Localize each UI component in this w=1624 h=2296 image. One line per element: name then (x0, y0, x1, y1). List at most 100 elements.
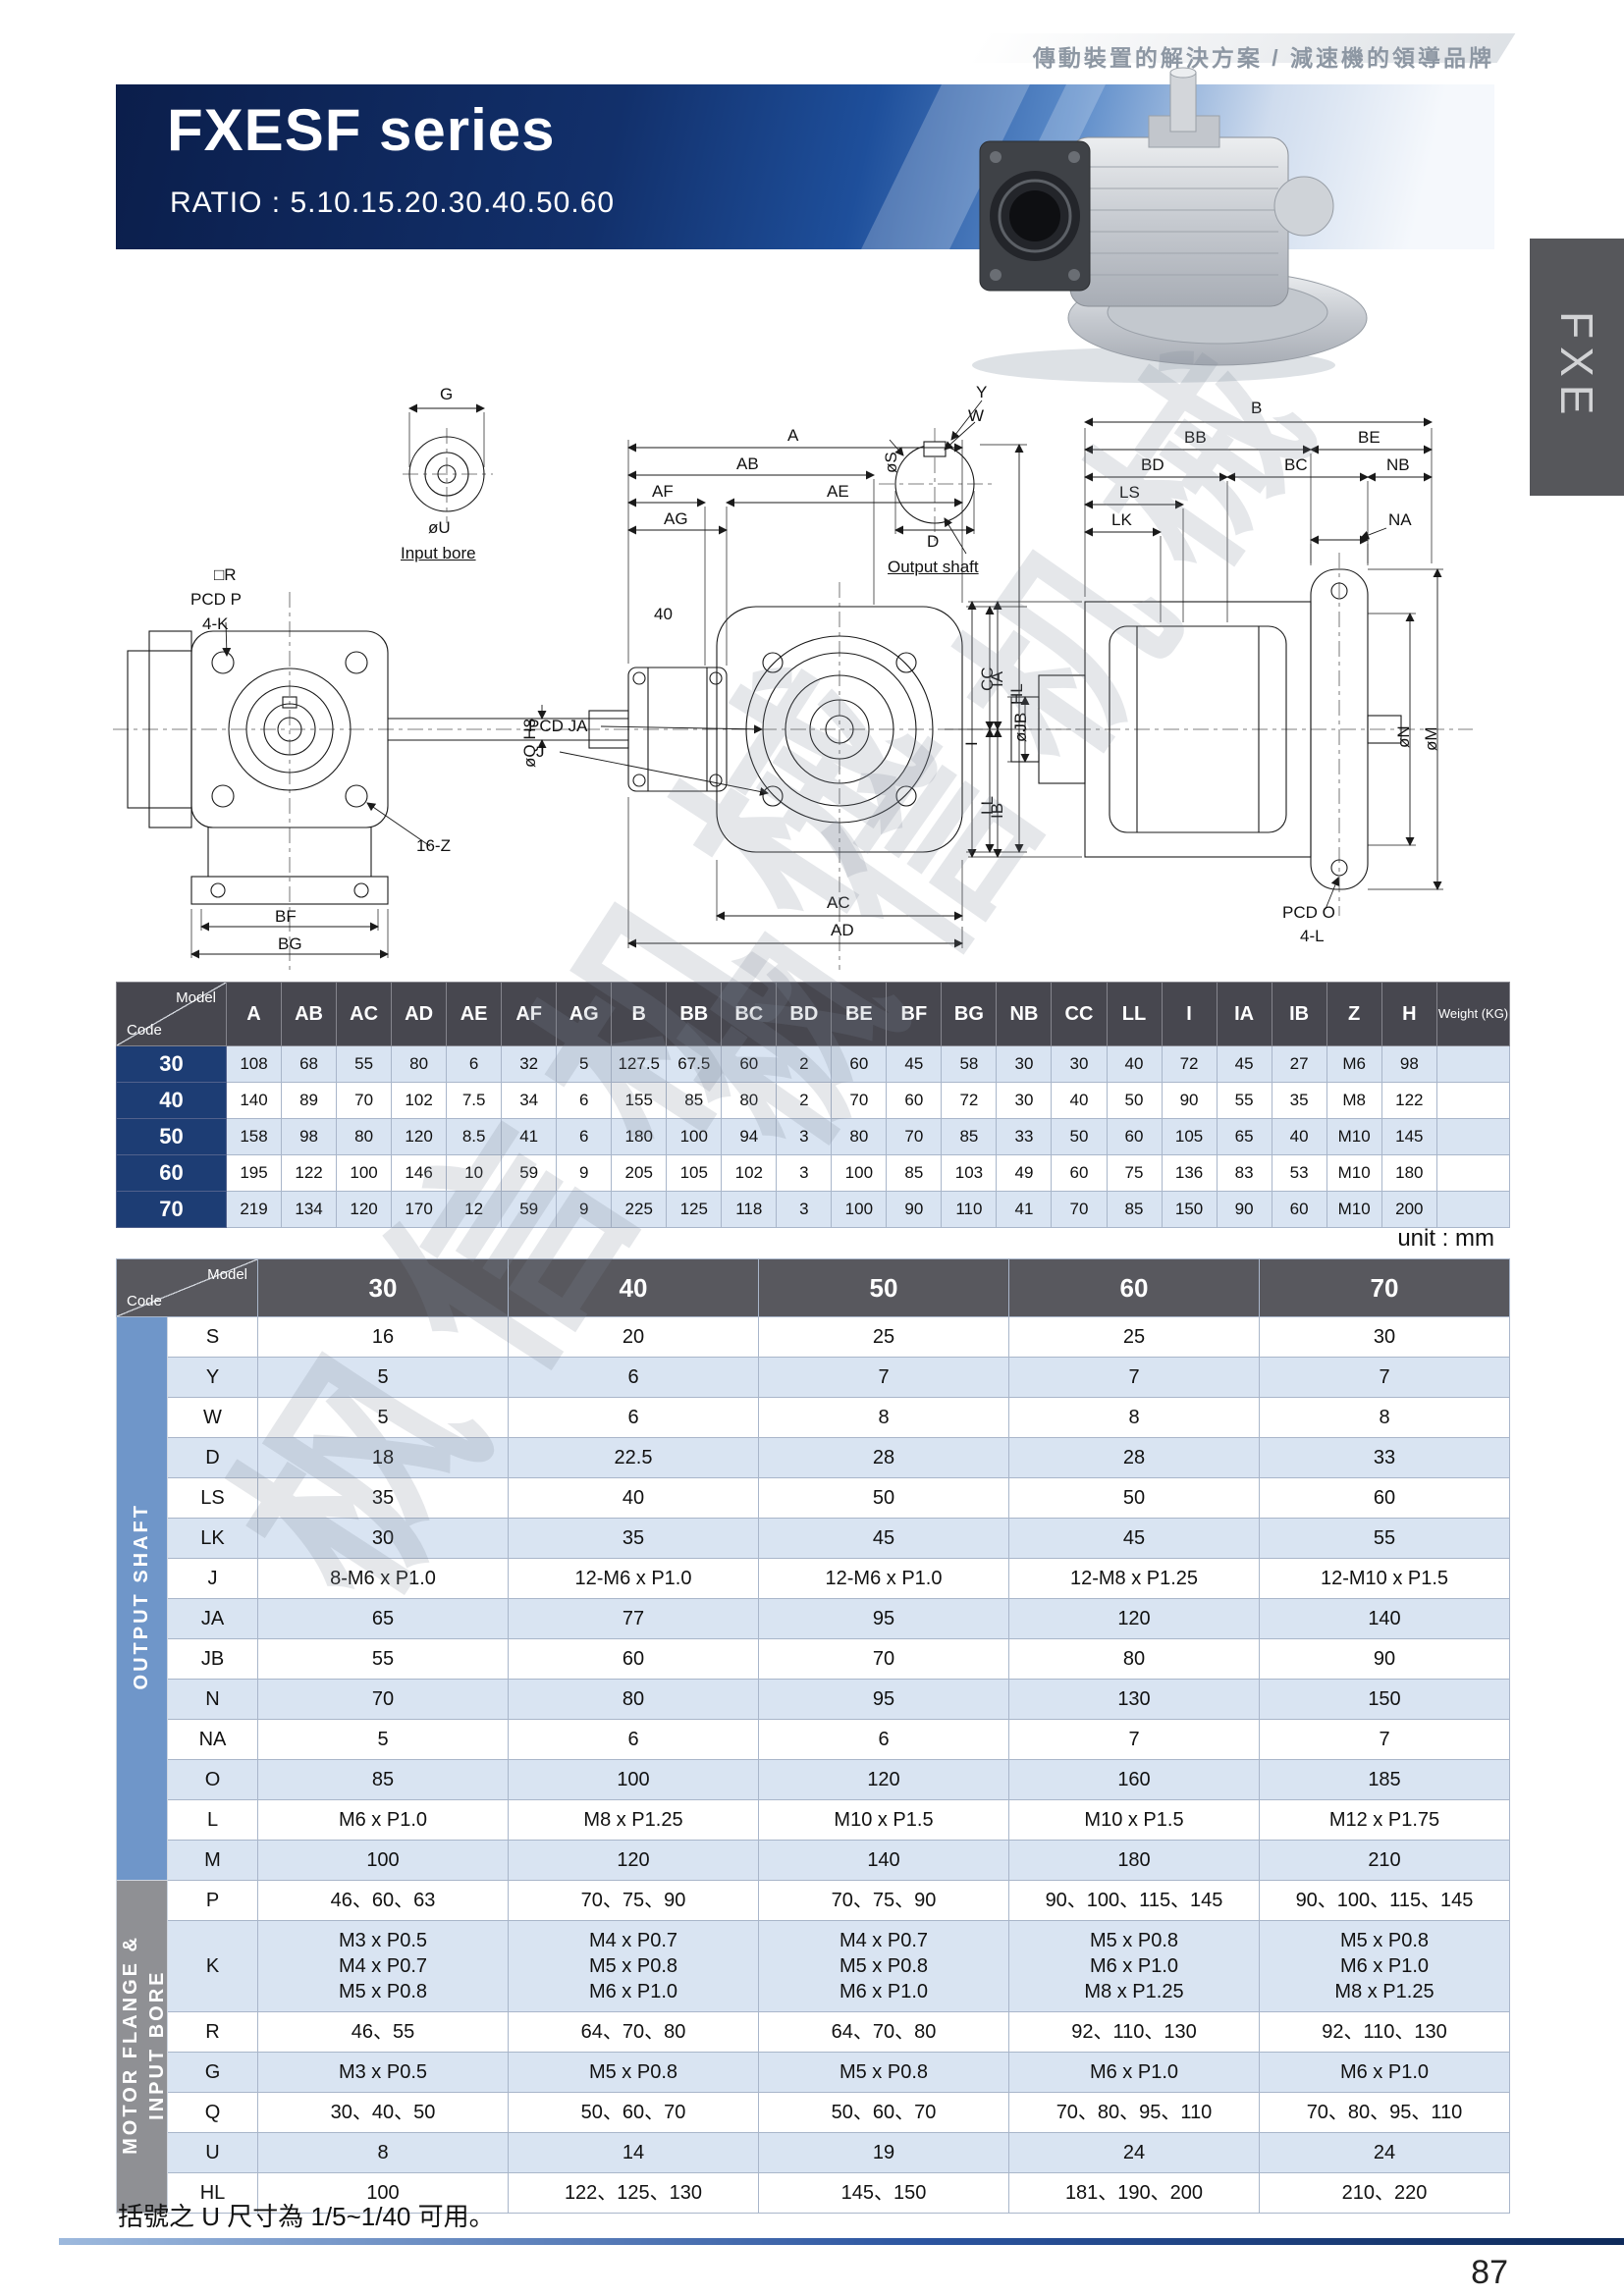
parameter-value: 130 (1008, 1679, 1260, 1720)
parameter-value: 30、40、50 (257, 2092, 509, 2133)
parameter-value: 7 (1259, 1719, 1510, 1760)
dimension-label: PCD P (190, 590, 242, 609)
dimension-label: øJB (1011, 712, 1030, 742)
model-code-cell: 60 (116, 1154, 227, 1192)
dimension-label: BE (1358, 428, 1380, 447)
weight-value (1436, 1045, 1510, 1083)
dimension-value: 80 (831, 1118, 888, 1155)
dimension-value: 225 (611, 1191, 668, 1228)
dimension-value: 49 (996, 1154, 1053, 1192)
parameter-label: J (167, 1558, 258, 1599)
dimension-label: PCD JA (528, 717, 588, 735)
t1-column-header: LL (1106, 982, 1163, 1046)
parameter-value: 12-M8 x P1.25 (1008, 1558, 1260, 1599)
dimension-value: 195 (225, 1154, 283, 1192)
dimension-value: 100 (831, 1154, 888, 1192)
dimension-value: 60 (1106, 1118, 1163, 1155)
dimension-value: 105 (666, 1154, 723, 1192)
leader-lines (222, 400, 1387, 910)
t1-column-header: AF (501, 982, 558, 1046)
parameter-value: M10 x P1.5 (758, 1799, 1009, 1841)
parameter-value: 8-M6 x P1.0 (257, 1558, 509, 1599)
parameter-value: 24 (1008, 2132, 1260, 2173)
dimension-value: 12 (446, 1191, 503, 1228)
dimension-label: 40 (654, 605, 673, 623)
parameter-value: M5 x P0.8 (758, 2052, 1009, 2093)
parameter-value: 100 (257, 1840, 509, 1881)
parameter-value: 140 (758, 1840, 1009, 1881)
dimension-value: 120 (391, 1118, 448, 1155)
dimension-value: 2 (776, 1045, 833, 1083)
dimension-value: 60 (1051, 1154, 1108, 1192)
dimension-value: 40 (1271, 1118, 1327, 1155)
dimension-label: A (787, 426, 799, 445)
parameter-value: 181、190、200 (1008, 2172, 1260, 2214)
t1-column-header: B (611, 982, 668, 1046)
row-group-text: OUTPUT SHAFT (131, 1502, 152, 1690)
weight-value (1436, 1154, 1510, 1192)
dimension-value: 70 (831, 1082, 888, 1119)
corner-model-label: Model (176, 989, 216, 1006)
dimension-value: 40 (1106, 1045, 1163, 1083)
dimension-value: 6 (446, 1045, 503, 1083)
parameter-value: 8 (257, 2132, 509, 2173)
parameter-value: 16 (257, 1316, 509, 1358)
dimension-value: 102 (391, 1082, 448, 1119)
t1-column-header: AE (446, 982, 503, 1046)
dimension-value: 158 (225, 1118, 283, 1155)
parameter-value: 80 (508, 1679, 759, 1720)
parameter-value: 40 (508, 1477, 759, 1519)
parameter-value: 12-M10 x P1.5 (1259, 1558, 1510, 1599)
dimension-label: AE (827, 482, 849, 501)
dimension-label: AC (827, 893, 850, 912)
dimension-label: G (440, 385, 454, 403)
dimension-value: 180 (1380, 1154, 1438, 1192)
t1-column-header: H (1380, 982, 1438, 1046)
parameter-value: 46、55 (257, 2011, 509, 2053)
parameter-value: 7 (1259, 1357, 1510, 1398)
parameter-value: M12 x P1.75 (1259, 1799, 1510, 1841)
dimension-label: Output shaft (888, 558, 979, 576)
ratio-line: RATIO : 5.10.15.20.30.40.50.60 (170, 187, 616, 219)
dimension-value: 7.5 (446, 1082, 503, 1119)
dimension-value: M6 (1326, 1045, 1382, 1083)
dimension-label: AB (736, 454, 759, 473)
dimension-label: 16-Z (416, 836, 451, 855)
dimension-value: 50 (1106, 1082, 1163, 1119)
dimension-value: 72 (941, 1082, 998, 1119)
dimension-label: øM (1422, 726, 1440, 751)
dimension-value: 70 (336, 1082, 393, 1119)
dimension-label: W (968, 406, 985, 425)
parameter-value: 12-M6 x P1.0 (758, 1558, 1009, 1599)
parameter-value: 33 (1259, 1437, 1510, 1478)
dimension-value: 41 (501, 1118, 558, 1155)
section-tab: FXE (1530, 239, 1624, 496)
dimension-value: 8.5 (446, 1118, 503, 1155)
dimension-value: M8 (1326, 1082, 1382, 1119)
dimension-value: 125 (666, 1191, 723, 1228)
parameter-value: 64、70、80 (758, 2011, 1009, 2053)
t1-column-header: IB (1271, 982, 1327, 1046)
t2-column-header: 30 (257, 1258, 509, 1317)
parameter-value: 18 (257, 1437, 509, 1478)
dimension-label: HL (1007, 683, 1026, 705)
dimension-value: 60 (721, 1045, 778, 1083)
product-photo (923, 51, 1384, 397)
corner-model-label: Model (207, 1266, 247, 1283)
parameter-value: M6 x P1.0 (1008, 2052, 1260, 2093)
parameter-value: 6 (508, 1357, 759, 1398)
dimension-value: 146 (391, 1154, 448, 1192)
dimension-value: 60 (1271, 1191, 1327, 1228)
dimension-value: 34 (501, 1082, 558, 1119)
parameter-label: K (167, 1920, 258, 2012)
